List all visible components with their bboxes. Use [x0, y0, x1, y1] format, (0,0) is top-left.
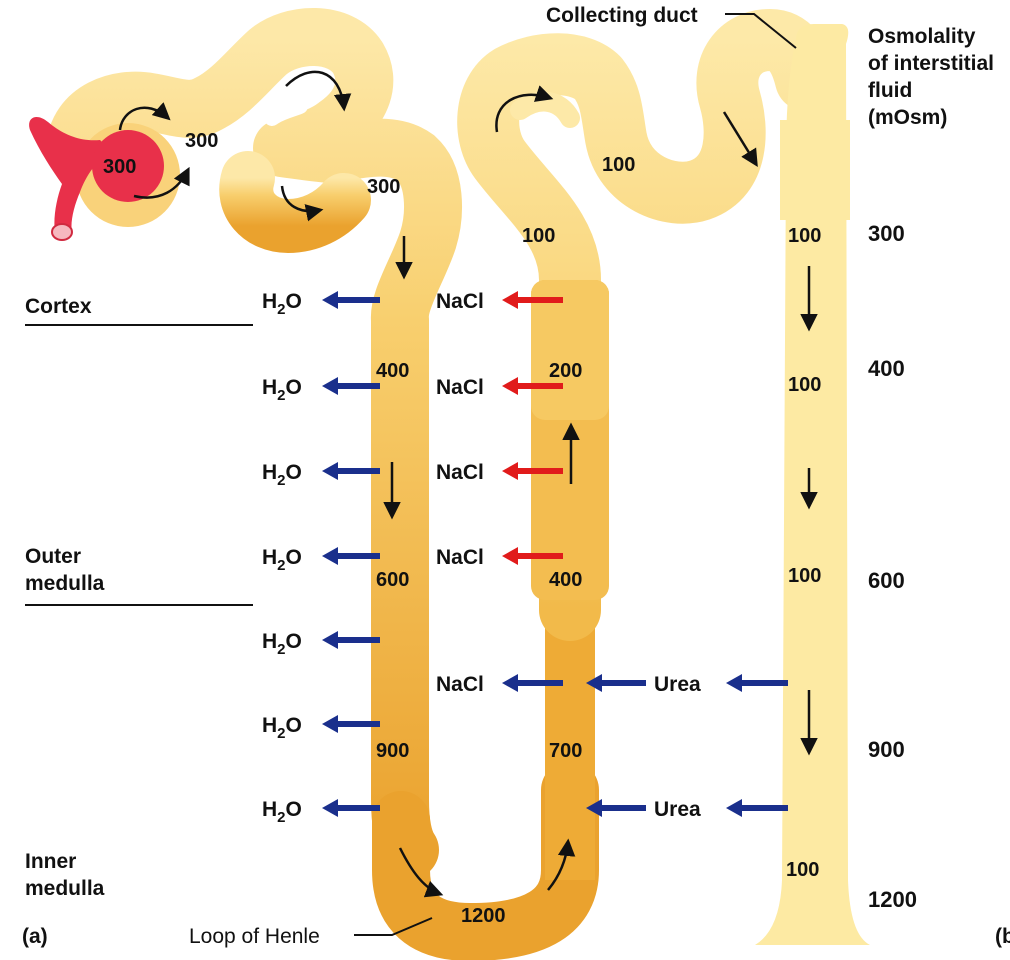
inner-medulla-label-line1: Inner: [25, 850, 76, 873]
water-label-4: H2O: [262, 546, 302, 574]
urea-label-1: Urea: [654, 673, 701, 696]
flow-arrows: [118, 70, 818, 898]
water-arrow-5: [322, 631, 380, 649]
water-label-7: H2O: [262, 798, 302, 826]
proximal-value-1: 300: [185, 130, 218, 152]
descending-value-900: 900: [376, 740, 409, 762]
nacl-label-5: NaCl: [436, 673, 484, 696]
osmolality-label-line2: of interstitial: [868, 52, 994, 75]
osmolality-1200: 1200: [868, 887, 917, 912]
collecting-duct-leader: [725, 13, 797, 49]
ascending-value-200: 200: [549, 360, 582, 382]
water-label-1: H2O: [262, 290, 302, 318]
osmolality-600: 600: [868, 568, 905, 593]
nacl-arrow-3: [502, 462, 563, 480]
water-arrows: H2O H2O H2O H2O H2O H2O H2O: [262, 290, 380, 826]
osmolality-label-line1: Osmolality: [868, 25, 976, 48]
osmolality-label-line3: fluid: [868, 79, 912, 102]
water-arrow-6: [322, 715, 380, 733]
urea-arrow-outer-1: [726, 674, 788, 692]
water-label-5: H2O: [262, 630, 302, 658]
distal-value-100: 100: [602, 154, 635, 176]
loop-of-henle-label: Loop of Henle: [189, 925, 320, 948]
outer-medulla-label-line1: Outer: [25, 545, 81, 568]
descending-value-600: 600: [376, 569, 409, 591]
water-arrow-3: [322, 462, 380, 480]
duct-value-3: 100: [788, 565, 821, 587]
loop-of-henle-bend: [372, 761, 599, 960]
glomerulus-value: 300: [103, 156, 136, 178]
ascending-value-400: 400: [549, 569, 582, 591]
osmolality-900: 900: [868, 737, 905, 762]
ascending-value-100: 100: [522, 225, 555, 247]
water-arrow-7: [322, 799, 380, 817]
nacl-arrow-2: [502, 377, 563, 395]
glomerulus: [29, 116, 164, 241]
nacl-label-4: NaCl: [436, 546, 484, 569]
collecting-duct: [755, 24, 870, 945]
duct-value-4: 100: [786, 859, 819, 881]
urea-arrow-outer-2: [726, 799, 788, 817]
inner-medulla-label-line2: medulla: [25, 877, 105, 900]
loop-leader: [354, 917, 433, 936]
nacl-label-3: NaCl: [436, 461, 484, 484]
osmolality-label-line4: (mOsm): [868, 106, 947, 129]
collecting-duct-label: Collecting duct: [546, 4, 698, 27]
nacl-arrow-4: [502, 547, 563, 565]
osmolality-300: 300: [868, 221, 905, 246]
proximal-value-2: 300: [367, 176, 400, 198]
next-panel-label: (b: [995, 925, 1010, 948]
nacl-label-2: NaCl: [436, 376, 484, 399]
urea-label-2: Urea: [654, 798, 701, 821]
water-label-6: H2O: [262, 714, 302, 742]
duct-value-1: 100: [788, 225, 821, 247]
urea-arrow-inner-1: [586, 674, 646, 692]
nacl-arrow-5: [502, 674, 563, 692]
nacl-arrow-1: [502, 291, 563, 309]
water-label-2: H2O: [262, 376, 302, 404]
outer-medulla-label-line2: medulla: [25, 572, 105, 595]
water-arrow-4: [322, 547, 380, 565]
nacl-label-1: NaCl: [436, 290, 484, 313]
osmolality-400: 400: [868, 356, 905, 381]
loop-bottom-value: 1200: [461, 905, 506, 927]
water-arrow-2: [322, 377, 380, 395]
water-label-3: H2O: [262, 461, 302, 489]
panel-label: (a): [22, 925, 48, 948]
descending-value-400: 400: [376, 360, 409, 382]
duct-value-2: 100: [788, 374, 821, 396]
ascending-value-700: 700: [549, 740, 582, 762]
water-arrow-1: [322, 291, 380, 309]
ascending-limb: [457, 9, 837, 880]
urea-arrow-inner-2: [586, 799, 646, 817]
cortex-label: Cortex: [25, 295, 92, 318]
